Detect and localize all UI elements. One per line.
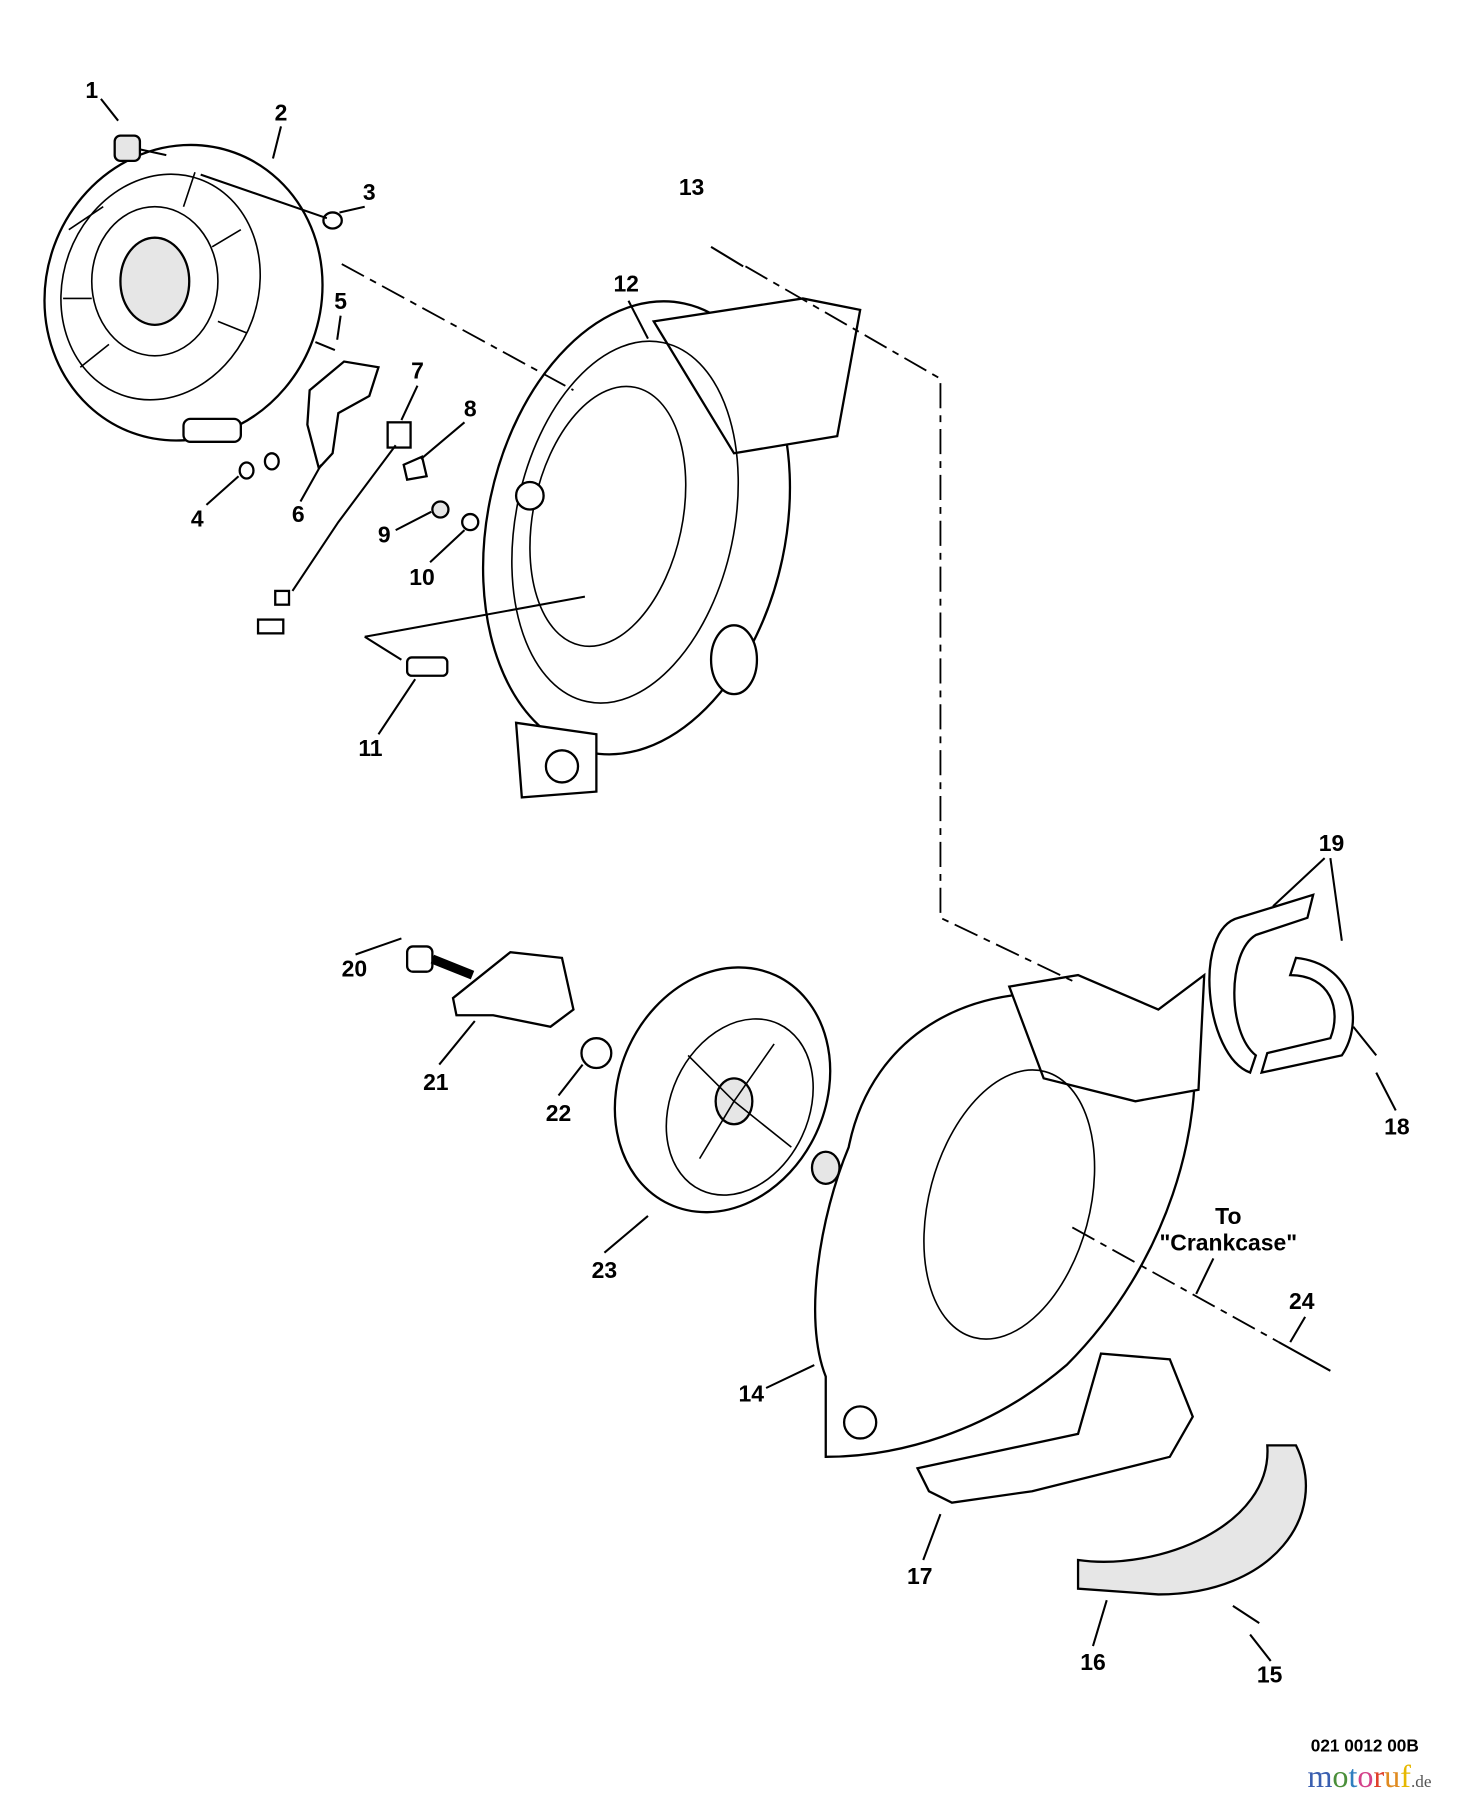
part-clamp	[1208, 893, 1355, 1075]
part-fan-housing	[481, 297, 862, 799]
leader-lines	[100, 98, 1397, 1662]
callout-7: 7	[411, 358, 424, 384]
callout-23: 23	[592, 1257, 618, 1283]
note-crankcase: "Crankcase"	[1159, 1229, 1297, 1255]
callout-9: 9	[378, 522, 391, 548]
part-washer-10	[461, 512, 480, 532]
callout-8: 8	[464, 396, 477, 422]
part-screw-13	[710, 245, 744, 268]
callout-17: 17	[907, 1563, 933, 1589]
part-washer-4a	[238, 461, 255, 480]
callout-12: 12	[613, 271, 639, 297]
callout-11: 11	[358, 735, 382, 761]
callout-24: 24	[1289, 1288, 1315, 1314]
callout-20: 20	[342, 955, 368, 981]
callout-6: 6	[292, 501, 305, 527]
motoruf-logo: motoruf.de	[1307, 1758, 1431, 1794]
part-switch-wire-7	[256, 421, 412, 635]
part-screw-5	[314, 341, 336, 352]
part-clip-8	[402, 455, 429, 481]
part-bracket-21	[451, 950, 575, 1028]
part-screw-24	[1278, 1341, 1331, 1372]
part-bracket-6	[306, 360, 380, 471]
callout-13: 13	[679, 174, 704, 200]
callout-14: 14	[738, 1381, 764, 1407]
part-handle-17	[915, 1352, 1195, 1504]
part-screw-18	[1352, 1026, 1378, 1057]
callout-19: 19	[1319, 830, 1345, 856]
callout-21: 21	[423, 1069, 449, 1095]
part-washer-22	[580, 1037, 613, 1070]
note-to: To	[1215, 1203, 1241, 1229]
callout-2: 2	[275, 100, 288, 126]
part-washer-3	[322, 211, 343, 230]
part-fan-23	[613, 966, 832, 1214]
callout-3: 3	[363, 179, 376, 205]
part-tab-11	[405, 656, 449, 677]
callout-10: 10	[409, 564, 435, 590]
callout-18: 18	[1384, 1114, 1410, 1140]
drawing-code: 021 0012 00B	[1311, 1736, 1419, 1756]
part-knob	[113, 134, 167, 162]
part-nut-9	[431, 500, 450, 519]
callout-4: 4	[191, 506, 204, 532]
part-starter-cover	[43, 143, 324, 443]
callout-15: 15	[1257, 1662, 1283, 1688]
svg-text:motoruf.de: motoruf.de	[1307, 1758, 1431, 1794]
callout-22: 22	[546, 1100, 572, 1126]
callout-16: 16	[1080, 1649, 1106, 1675]
part-bolt-20	[405, 945, 475, 980]
part-washer-4b	[263, 452, 280, 471]
part-grip-16	[1076, 1444, 1307, 1596]
part-blower-case	[810, 972, 1206, 1458]
callout-1: 1	[85, 77, 98, 103]
part-screw-15	[1232, 1605, 1260, 1624]
callout-5: 5	[334, 288, 347, 314]
